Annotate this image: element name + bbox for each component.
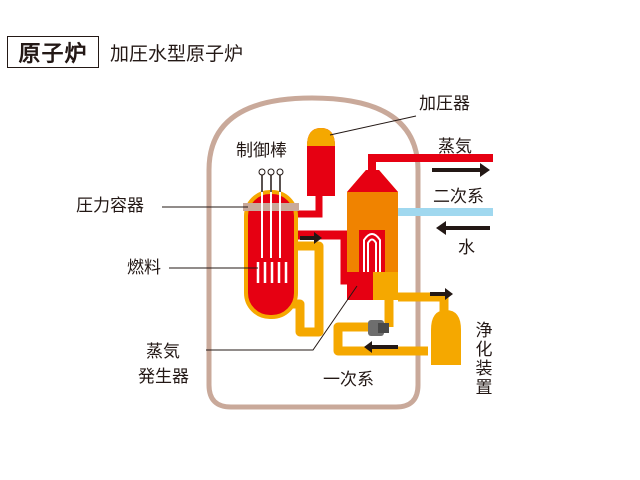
- label-purifier: 浄化装置: [475, 321, 493, 398]
- leader-lines: [162, 115, 417, 351]
- flow-arrows: [300, 163, 490, 353]
- primary-loop-pipes: [292, 241, 449, 356]
- label-water: 水: [458, 238, 475, 258]
- steam-generator: [347, 170, 398, 300]
- primary-coolant-pump: [368, 320, 389, 336]
- label-pressurizer: 加圧器: [419, 94, 470, 114]
- purifier-tank: [431, 310, 461, 365]
- fuel-rods: [256, 262, 288, 283]
- pressure-vessel: [243, 168, 299, 319]
- water-arrow-left: [436, 221, 490, 235]
- label-steam-generator-line1: 蒸気: [146, 342, 180, 362]
- label-secondary-system: 二次系: [433, 187, 484, 207]
- steam-arrow-right: [432, 163, 490, 177]
- label-fuel: 燃料: [127, 258, 161, 278]
- label-primary-system: 一次系: [323, 370, 374, 390]
- control-rods: [258, 168, 284, 258]
- label-steam-generator-line2: 発生器: [138, 367, 189, 387]
- label-pressure-vessel: 圧力容器: [76, 196, 144, 216]
- primary-arrow-right: [300, 232, 322, 244]
- primary-return-arrow-left: [364, 341, 398, 353]
- label-control-rods: 制御棒: [236, 141, 287, 161]
- page-title: 原子炉: [18, 42, 88, 67]
- title-box: 原子炉: [7, 36, 99, 68]
- pressurizer: [307, 128, 335, 196]
- label-steam: 蒸気: [438, 137, 472, 157]
- secondary-water-pipe: [398, 208, 493, 216]
- page-subtitle: 加圧水型原子炉: [110, 43, 244, 65]
- purifier-arrow-right: [430, 288, 453, 300]
